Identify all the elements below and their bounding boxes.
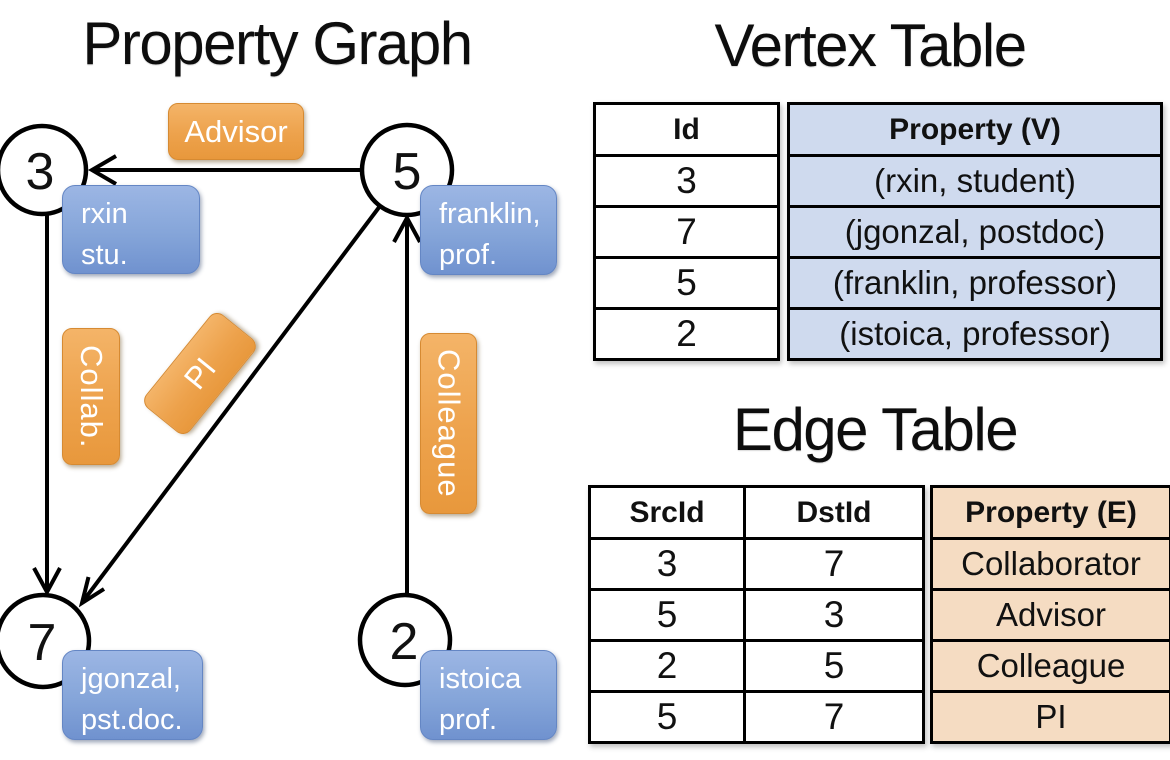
table-row: Colleague xyxy=(930,639,1170,693)
edge-table-property-column: Property (E) Collaborator Advisor Collea… xyxy=(930,485,1170,744)
edge-label-collab-text: Collab. xyxy=(74,344,109,449)
node-label-franklin: franklin, prof. xyxy=(420,185,557,275)
edge-label-colleague: Colleague xyxy=(420,333,477,514)
edge-property-cell: Collaborator xyxy=(930,537,1170,591)
edge-srcid-cell: 3 xyxy=(588,537,746,591)
table-row: (jgonzal, postdoc) xyxy=(787,205,1163,259)
edge-dstid-cell: 3 xyxy=(743,588,925,642)
edge-property-cell: Colleague xyxy=(930,639,1170,693)
node-label-rxin-line1: rxin xyxy=(81,198,128,230)
edge-advisor-arrowhead-icon xyxy=(88,154,118,186)
edge-table-property-header: Property (E) xyxy=(930,485,1170,540)
vertex-table-property-column: Property (V) (rxin, student) (jgonzal, p… xyxy=(787,102,1163,361)
edge-pi-line xyxy=(82,204,382,602)
table-row: (rxin, student) xyxy=(787,154,1163,208)
table-row: 2 xyxy=(593,307,780,361)
vertex-id-cell: 5 xyxy=(593,256,780,310)
edge-label-pi-text: PI xyxy=(176,350,223,396)
vertex-property-cell: (istoica, professor) xyxy=(787,307,1163,361)
vertex-id-cell: 7 xyxy=(593,205,780,259)
node-label-franklin-line2: prof. xyxy=(439,239,498,272)
edge-table: SrcId DstId 3 7 5 3 2 5 5 7 xyxy=(588,485,1170,744)
edge-label-advisor: Advisor xyxy=(168,103,304,160)
edge-srcid-cell: 5 xyxy=(588,690,746,744)
table-row: PI xyxy=(930,690,1170,744)
node-label-jgonzal-line1: jgonzal, xyxy=(81,663,181,695)
edge-table-srcid-header: SrcId xyxy=(588,485,746,540)
edge-dstid-cell: 5 xyxy=(743,639,925,693)
vertex-table-title: Vertex Table xyxy=(714,12,1027,79)
node-label-jgonzal: jgonzal, pst.doc. xyxy=(62,650,203,740)
vertex-property-cell: (jgonzal, postdoc) xyxy=(787,205,1163,259)
edge-label-colleague-text: Colleague xyxy=(431,349,467,498)
table-row: Collaborator xyxy=(930,537,1170,591)
node-label-franklin-line1: franklin, xyxy=(439,198,541,230)
node-2-id: 2 xyxy=(390,613,419,671)
table-row: (franklin, professor) xyxy=(787,256,1163,310)
node-label-rxin: rxin stu. xyxy=(62,185,200,274)
edge-srcid-cell: 2 xyxy=(588,639,746,693)
edge-colleague-arrowhead-icon xyxy=(392,213,422,243)
edge-property-cell: Advisor xyxy=(930,588,1170,642)
table-row: Advisor xyxy=(930,588,1170,642)
edge-table-title: Edge Table xyxy=(732,396,1019,463)
vertex-id-cell: 2 xyxy=(593,307,780,361)
vertex-property-cell: (rxin, student) xyxy=(787,154,1163,208)
node-label-istoica-line2: prof. xyxy=(439,704,498,737)
table-row: (istoica, professor) xyxy=(787,307,1163,361)
edge-srcid-cell: 5 xyxy=(588,588,746,642)
edge-pi-arrowhead-icon xyxy=(78,576,106,608)
node-7-id: 7 xyxy=(28,614,57,672)
table-row: 5 3 xyxy=(588,588,925,642)
vertex-table-id-header: Id xyxy=(593,102,780,157)
vertex-table-id-column: Id 3 7 5 2 xyxy=(593,102,780,361)
edge-table-id-columns: SrcId DstId 3 7 5 3 2 5 5 7 xyxy=(588,485,925,744)
table-row: 7 xyxy=(593,205,780,259)
table-row: 5 7 xyxy=(588,690,925,744)
vertex-id-cell: 3 xyxy=(593,154,780,208)
table-row: 5 xyxy=(593,256,780,310)
node-5-id: 5 xyxy=(393,143,422,201)
node-3-id: 3 xyxy=(26,143,55,201)
edge-dstid-cell: 7 xyxy=(743,690,925,744)
edge-table-dstid-header: DstId xyxy=(743,485,925,540)
table-row: 3 7 xyxy=(588,537,925,591)
edge-collab-arrowhead-icon xyxy=(32,567,62,597)
node-label-istoica: istoica prof. xyxy=(420,650,557,740)
node-label-rxin-line2: stu. xyxy=(81,239,128,272)
edge-label-collab: Collab. xyxy=(62,328,120,465)
vertex-table: Id 3 7 5 2 Property (V) (rxin, student) … xyxy=(593,102,1163,361)
table-row: 3 xyxy=(593,154,780,208)
vertex-table-property-header: Property (V) xyxy=(787,102,1163,157)
edge-property-cell: PI xyxy=(930,690,1170,744)
table-row: 2 5 xyxy=(588,639,925,693)
vertex-property-cell: (franklin, professor) xyxy=(787,256,1163,310)
node-label-jgonzal-line2: pst.doc. xyxy=(81,704,183,737)
node-label-istoica-line1: istoica xyxy=(439,663,522,695)
property-graph-title: Property Graph xyxy=(82,10,473,77)
edge-dstid-cell: 7 xyxy=(743,537,925,591)
